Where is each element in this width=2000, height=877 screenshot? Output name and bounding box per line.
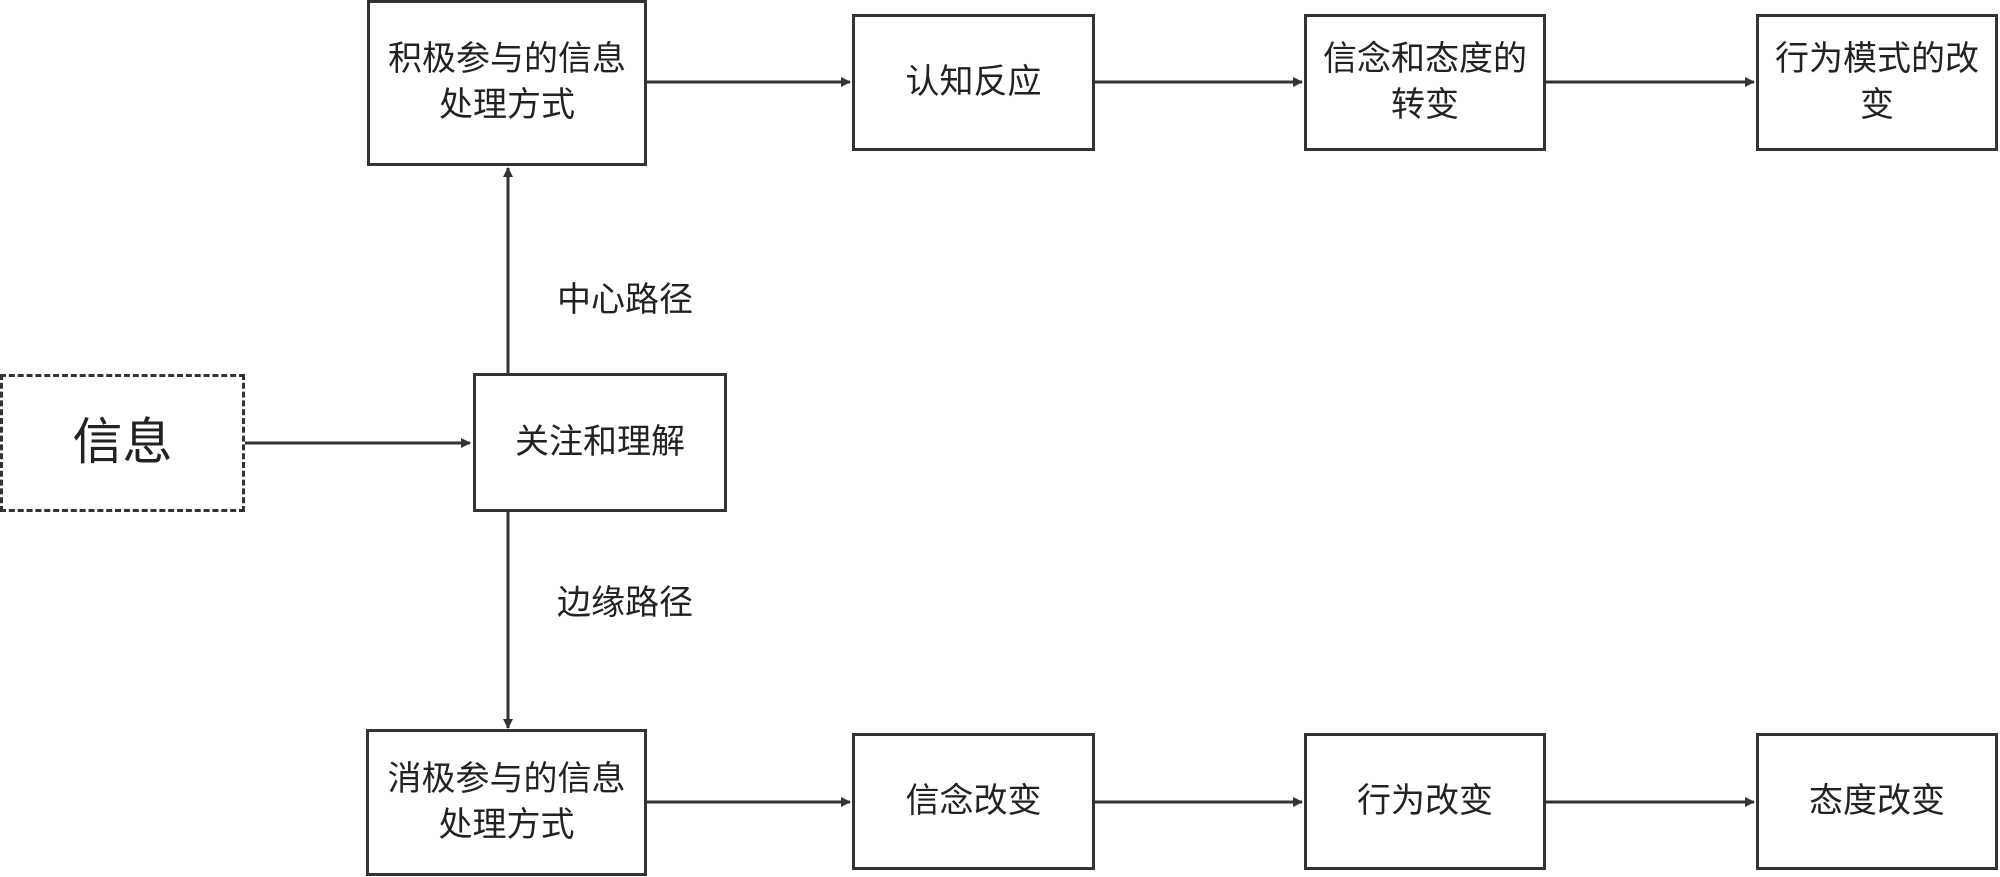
behavior-change-label: 行为改变 [1357, 780, 1493, 821]
behavior-pattern-change-label: 行为模式的改变 [1775, 38, 1979, 125]
central-route-label: 中心路径 [557, 280, 693, 320]
attitude-change-label: 态度改变 [1809, 780, 1945, 821]
cognitive-response-node: 认知反应 [852, 14, 1095, 151]
belief-change-label: 信念改变 [905, 780, 1042, 821]
attend-node: 关注和理解 [473, 373, 727, 512]
peripheral-route-label: 边缘路径 [557, 583, 693, 623]
behavior-pattern-change-node: 行为模式的改变 [1756, 14, 1998, 151]
attend-node-label: 关注和理解 [515, 421, 685, 462]
belief-attitude-change-label: 信念和态度的转变 [1323, 38, 1527, 125]
info-node: 信息 [0, 374, 245, 512]
behavior-change-node: 行为改变 [1304, 733, 1546, 870]
active-processing-node: 积极参与的信息处理方式 [367, 0, 647, 166]
info-node-label: 信息 [72, 413, 173, 472]
passive-processing-node: 消极参与的信息处理方式 [366, 729, 647, 876]
passive-processing-label: 消极参与的信息处理方式 [387, 758, 626, 845]
cognitive-response-label: 认知反应 [905, 61, 1042, 102]
belief-attitude-change-node: 信念和态度的转变 [1304, 14, 1546, 151]
belief-change-node: 信念改变 [852, 733, 1095, 870]
active-processing-label: 积极参与的信息处理方式 [388, 39, 626, 125]
attitude-change-node: 态度改变 [1756, 733, 1998, 870]
